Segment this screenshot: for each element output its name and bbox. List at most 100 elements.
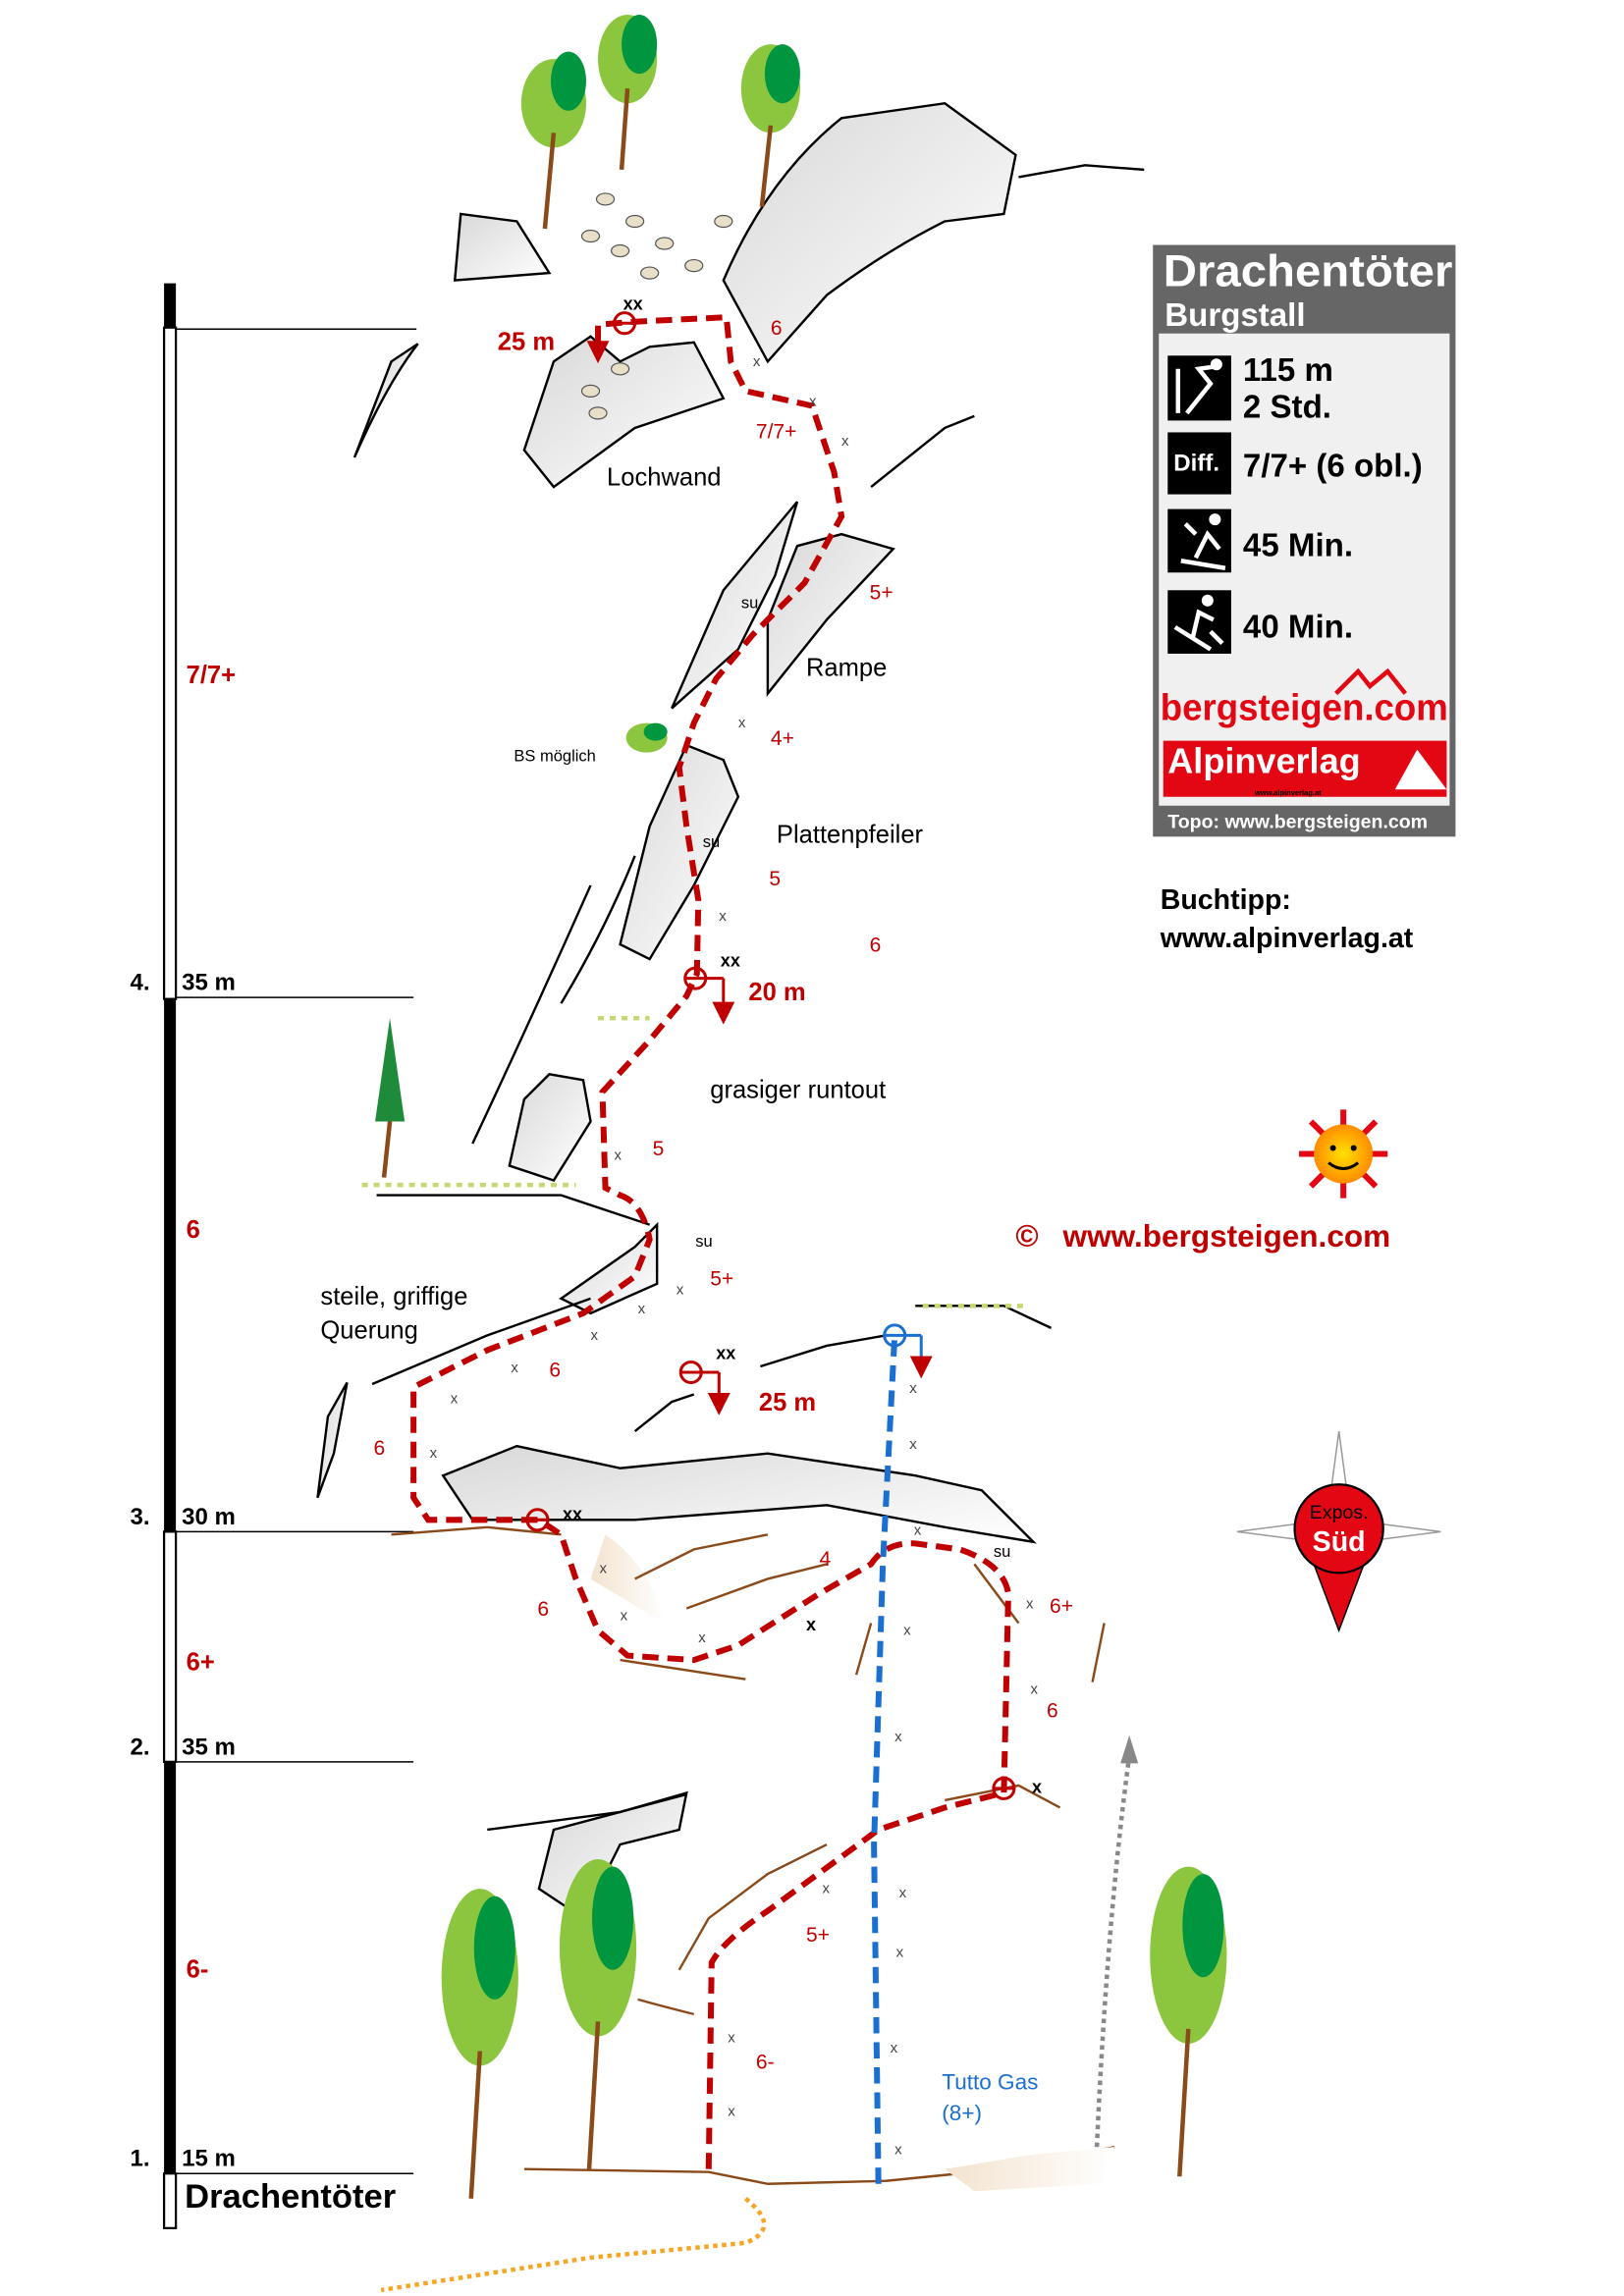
grade-label: 5+ xyxy=(806,1924,830,1947)
pitch-number: 2. xyxy=(131,1734,150,1760)
difficulty-icon xyxy=(1167,432,1231,495)
info-credit: Topo: www.bergsteigen.com xyxy=(1167,811,1428,832)
pitch-3: 3. 30 m 6 xyxy=(131,1216,236,1530)
svg-text:x: x xyxy=(914,1522,922,1538)
compass-label: Expos. xyxy=(1310,1502,1369,1523)
info-subtitle: Burgstall xyxy=(1164,297,1305,334)
svg-text:x: x xyxy=(896,1944,904,1960)
info-approach-time: 45 Min. xyxy=(1243,528,1353,564)
copyright-url[interactable]: www.bergsteigen.com xyxy=(1062,1218,1391,1254)
svg-text:x: x xyxy=(903,1623,911,1639)
sun-logo-icon xyxy=(1299,1109,1388,1199)
info-title: Drachentöter xyxy=(1164,246,1453,296)
svg-text:x: x xyxy=(891,2040,898,2056)
svg-text:x: x xyxy=(430,1445,438,1462)
exposure-value: Süd xyxy=(1313,1526,1366,1558)
feature-rampe: Rampe xyxy=(806,654,887,681)
grade-label: 6 xyxy=(537,1598,549,1621)
pitch-number: 3. xyxy=(131,1504,150,1530)
su-label: su xyxy=(703,832,720,851)
svg-text:www.alpinverlag.at: www.alpinverlag.at xyxy=(1254,788,1322,797)
pitch-length: 35 m xyxy=(182,970,236,996)
tutto-gas-belay xyxy=(883,1323,933,1379)
info-difficulty: 7/7+ (6 obl.) xyxy=(1243,449,1423,485)
svg-text:x: x xyxy=(677,1281,684,1298)
pitch-grade: 6- xyxy=(187,1955,209,1983)
info-descent-time: 40 Min. xyxy=(1243,609,1353,645)
svg-text:x: x xyxy=(823,1881,831,1897)
svg-text:Alpinverlag: Alpinverlag xyxy=(1167,741,1360,781)
route-tutto-gas-name: Tutto Gas xyxy=(942,2070,1038,2095)
grade-label: 5 xyxy=(769,868,781,890)
svg-text:x: x xyxy=(511,1360,518,1376)
copyright: © www.bergsteigen.com xyxy=(1015,1218,1390,1254)
svg-text:x: x xyxy=(728,2029,735,2046)
svg-text:x: x xyxy=(894,1729,902,1745)
pitch-2: 2. 35 m 6+ xyxy=(131,1649,236,1761)
pitch-4: 4. 35 m 7/7+ xyxy=(131,662,237,996)
svg-text:x: x xyxy=(909,1436,917,1453)
book-tip: Buchtipp: www.alpinverlag.at xyxy=(1160,884,1414,954)
feature-querung-line1: steile, griffige xyxy=(320,1283,467,1310)
grade-label: 5 xyxy=(653,1138,665,1160)
book-tip-label: Buchtipp: xyxy=(1161,884,1291,916)
pitch-length: 35 m xyxy=(182,1734,236,1760)
grade-label: 7/7+ xyxy=(756,420,797,443)
svg-text:x: x xyxy=(638,1301,646,1317)
bergsteigen-logo: bergsteigen.com xyxy=(1161,667,1448,728)
info-length: 115 m xyxy=(1243,352,1333,389)
svg-text:x: x xyxy=(753,353,761,370)
topo-feature-labels: Lochwand Rampe BS möglich Plattenpfeiler… xyxy=(320,464,1038,2126)
svg-text:x: x xyxy=(899,1885,907,1901)
bolt-x: x xyxy=(1032,1777,1042,1796)
feature-plattenpfeiler: Plattenpfeiler xyxy=(777,821,924,848)
route-name-label: Drachentöter xyxy=(185,2178,396,2216)
grade-label: 6+ xyxy=(1050,1595,1073,1618)
descent-arrow xyxy=(1094,1735,1139,2148)
svg-text:x: x xyxy=(738,715,746,731)
rock-formations xyxy=(316,101,1145,2192)
feature-querung-line2: Querung xyxy=(320,1316,417,1344)
svg-text:x: x xyxy=(841,433,849,450)
copyright-symbol: © xyxy=(1015,1218,1038,1254)
abseil-length: 25 m xyxy=(759,1389,816,1416)
grade-label: 6 xyxy=(870,934,882,957)
grade-label: 6 xyxy=(549,1359,561,1381)
grade-label: 6- xyxy=(756,2052,775,2074)
svg-text:bergsteigen.com: bergsteigen.com xyxy=(1161,687,1448,728)
grade-label: 4+ xyxy=(771,727,794,750)
svg-text:x: x xyxy=(615,1148,623,1164)
grade-label: 5+ xyxy=(710,1267,733,1290)
svg-text:x: x xyxy=(1030,1682,1038,1698)
compass-exposure: Expos. Süd xyxy=(1236,1431,1441,1633)
pitch-grade: 6+ xyxy=(187,1649,215,1677)
book-tip-url[interactable]: www.alpinverlag.at xyxy=(1160,923,1414,954)
su-label: su xyxy=(695,1232,712,1251)
pitch-grade: 7/7+ xyxy=(187,662,236,689)
grade-label: 4 xyxy=(820,1548,832,1571)
svg-text:x: x xyxy=(621,1608,628,1625)
su-label: su xyxy=(994,1542,1010,1561)
anchor-xx: xx xyxy=(563,1504,582,1523)
svg-text:x: x xyxy=(451,1391,459,1408)
pitch-scale-bar xyxy=(162,283,417,2229)
pitch-length: 30 m xyxy=(182,1504,236,1530)
abseil-length: 25 m xyxy=(498,328,555,355)
grade-label: 6 xyxy=(374,1437,386,1460)
grade-label: 6 xyxy=(1047,1700,1058,1723)
feature-lochwand: Lochwand xyxy=(607,464,721,492)
svg-text:x: x xyxy=(1026,1596,1034,1613)
diff-icon-label: Diff. xyxy=(1173,451,1219,477)
abseil-arrows xyxy=(586,341,735,1415)
svg-text:x: x xyxy=(591,1327,599,1344)
anchor-xx: xx xyxy=(716,1343,735,1362)
svg-text:x: x xyxy=(894,2142,902,2159)
pitch-number: 1. xyxy=(131,2146,150,2172)
bolt-marks: xxx xxx xxx xxx xxx xxx xxx xxx xxx xx xyxy=(430,353,1039,2159)
grade-label: 6 xyxy=(771,317,783,340)
svg-text:x: x xyxy=(809,393,817,409)
route-tutto-gas-line xyxy=(871,1335,898,2184)
pitch-number: 4. xyxy=(131,970,150,996)
svg-text:x: x xyxy=(600,1560,608,1576)
